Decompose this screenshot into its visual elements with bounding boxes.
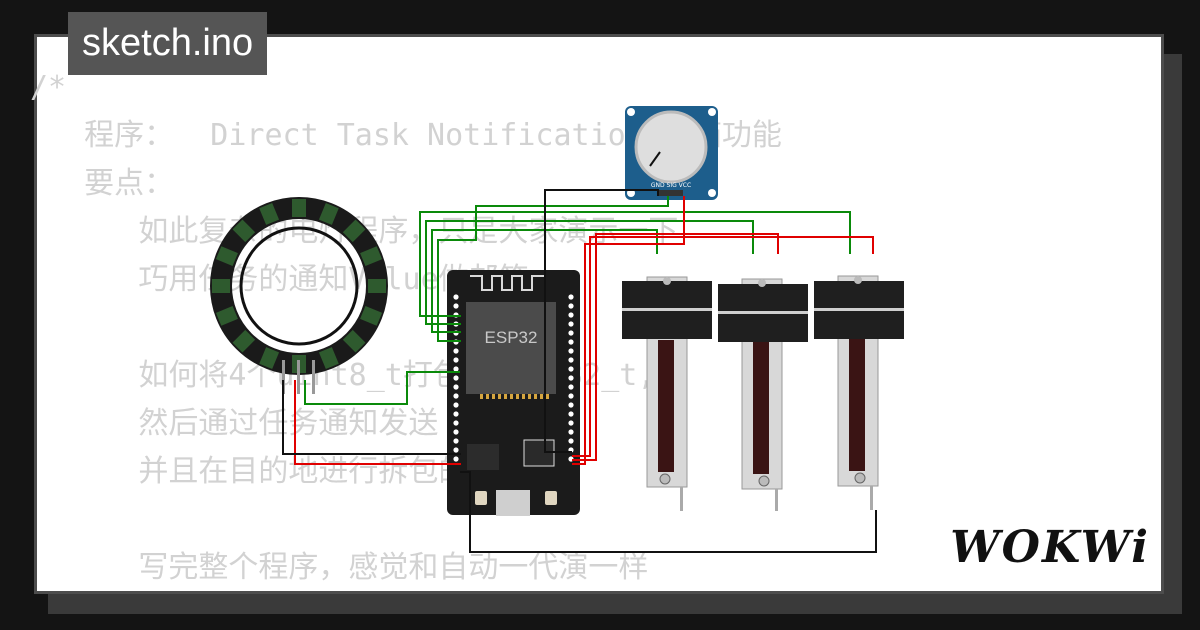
ring-led (259, 347, 280, 370)
chip-pad (534, 394, 537, 399)
chip-pad (522, 394, 525, 399)
ring-led (318, 347, 339, 370)
ring-led (215, 246, 238, 267)
esp32-pin (568, 366, 574, 372)
esp32-pin (568, 330, 574, 336)
esp32-chip-label: ESP32 (485, 328, 538, 347)
esp32-pin (453, 357, 459, 363)
code-line: /* (30, 70, 67, 105)
ring-led (292, 199, 306, 217)
esp32-board[interactable]: ESP32 (447, 270, 580, 516)
rotary-pin-labels: GND SIG VCC (651, 182, 691, 189)
ring-led (360, 305, 383, 326)
esp32-pin (568, 303, 574, 309)
esp32-pin (568, 384, 574, 390)
ring-led (212, 279, 230, 293)
chip-pad (546, 394, 549, 399)
ring-led (342, 219, 366, 243)
esp32-pin (453, 411, 459, 417)
esp32-pin (568, 339, 574, 345)
esp32-pin (453, 303, 459, 309)
ring-led (360, 246, 383, 267)
esp32-pin (568, 420, 574, 426)
slide-potentiometer-1[interactable] (622, 276, 712, 488)
esp32-pin (453, 420, 459, 426)
chip-pad (510, 394, 513, 399)
esp32-pin (453, 366, 459, 372)
wires (282, 189, 877, 553)
esp32-pin (453, 294, 459, 300)
code-line: 要点： (30, 166, 175, 201)
esp32-pin (568, 402, 574, 408)
ring-led (232, 219, 256, 243)
esp32-pin (453, 348, 459, 354)
esp32-pin (453, 447, 459, 453)
esp32-pin (568, 393, 574, 399)
esp32-pin (568, 321, 574, 327)
esp32-pin (453, 402, 459, 408)
slide-potentiometer-3[interactable] (814, 275, 904, 487)
esp32-pin (568, 312, 574, 318)
esp32-pin (453, 375, 459, 381)
chip-pad (528, 394, 531, 399)
ring-led (259, 202, 280, 225)
chip-pad (540, 394, 543, 399)
ring-led (342, 329, 366, 353)
code-line: 写完整个程序，感觉和自动一代演一样 (30, 550, 649, 585)
esp32-pin (568, 294, 574, 300)
chip-pad (492, 394, 495, 399)
esp32-pin (568, 438, 574, 444)
esp32-pin (568, 375, 574, 381)
wokwi-logo: WOKWi (950, 522, 1150, 573)
esp32-pin (453, 384, 459, 390)
esp32-pin (453, 438, 459, 444)
esp32-pin (453, 393, 459, 399)
esp32-pin (568, 411, 574, 417)
slide-potentiometer-2[interactable] (718, 278, 808, 490)
chip-pad (516, 394, 519, 399)
file-tab[interactable]: sketch.ino (68, 12, 268, 75)
esp32-pin (568, 357, 574, 363)
chip-pad (498, 394, 501, 399)
ring-led (215, 305, 238, 326)
rotary-potentiometer[interactable]: GND SIG VCC (625, 106, 718, 200)
chip-pad (504, 394, 507, 399)
esp32-pin (453, 429, 459, 435)
chip-pad (486, 394, 489, 399)
code-line: 然后通过任务通知发送 (30, 406, 439, 441)
neopixel-ring[interactable] (210, 197, 388, 394)
esp32-pin (568, 348, 574, 354)
chip-pad (480, 394, 483, 399)
ring-led (232, 329, 256, 353)
esp32-pin (568, 429, 574, 435)
ring-led (318, 202, 339, 225)
esp32-pin (453, 456, 459, 462)
ring-led (368, 279, 386, 293)
